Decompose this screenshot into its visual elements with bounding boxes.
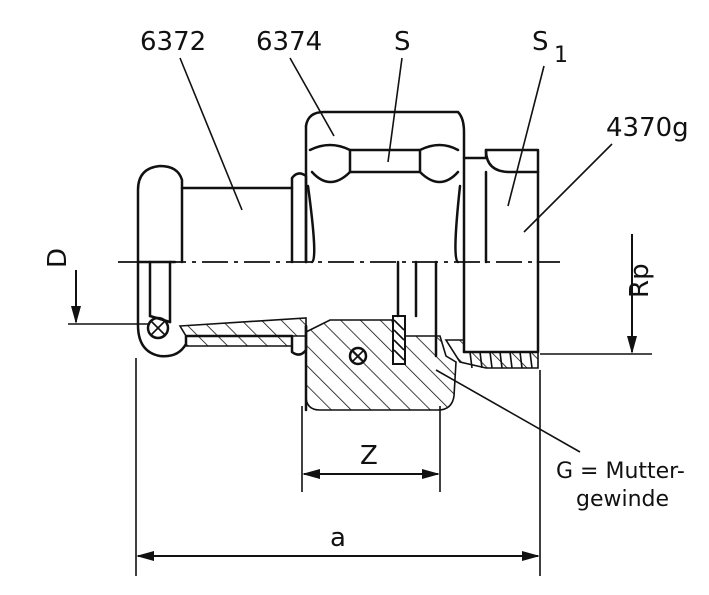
dimension-rp: [540, 234, 652, 355]
dimension-d: [68, 270, 150, 325]
label-6372: 6372: [140, 27, 206, 57]
note-line-1: G = Mutter-: [556, 459, 685, 484]
dimension-a: [135, 358, 541, 576]
label-s1: S: [532, 27, 549, 57]
fitting-wall-hatch: [178, 317, 307, 347]
label-dim-rp: Rp: [625, 263, 655, 298]
label-4370g: 4370g: [606, 113, 689, 143]
leader-lines: [179, 57, 613, 453]
o-ring-nut: [348, 346, 368, 366]
label-dim-a: a: [330, 523, 346, 553]
label-s: S: [394, 27, 411, 57]
threaded-tail-4370g: [444, 148, 540, 369]
label-dim-z: Z: [360, 441, 378, 471]
tail-thread-hatch: [444, 339, 539, 369]
o-ring-left: [146, 316, 170, 340]
note-line-2: gewinde: [576, 487, 669, 512]
union-nut-hatch: [305, 319, 457, 411]
dimension-z: [301, 406, 441, 492]
label-6374: 6374: [256, 27, 322, 57]
press-fitting-6372: [136, 164, 308, 358]
label-dim-d: D: [43, 248, 73, 268]
union-nut-6374: [304, 110, 466, 412]
label-s1-subscript: 1: [554, 43, 568, 68]
